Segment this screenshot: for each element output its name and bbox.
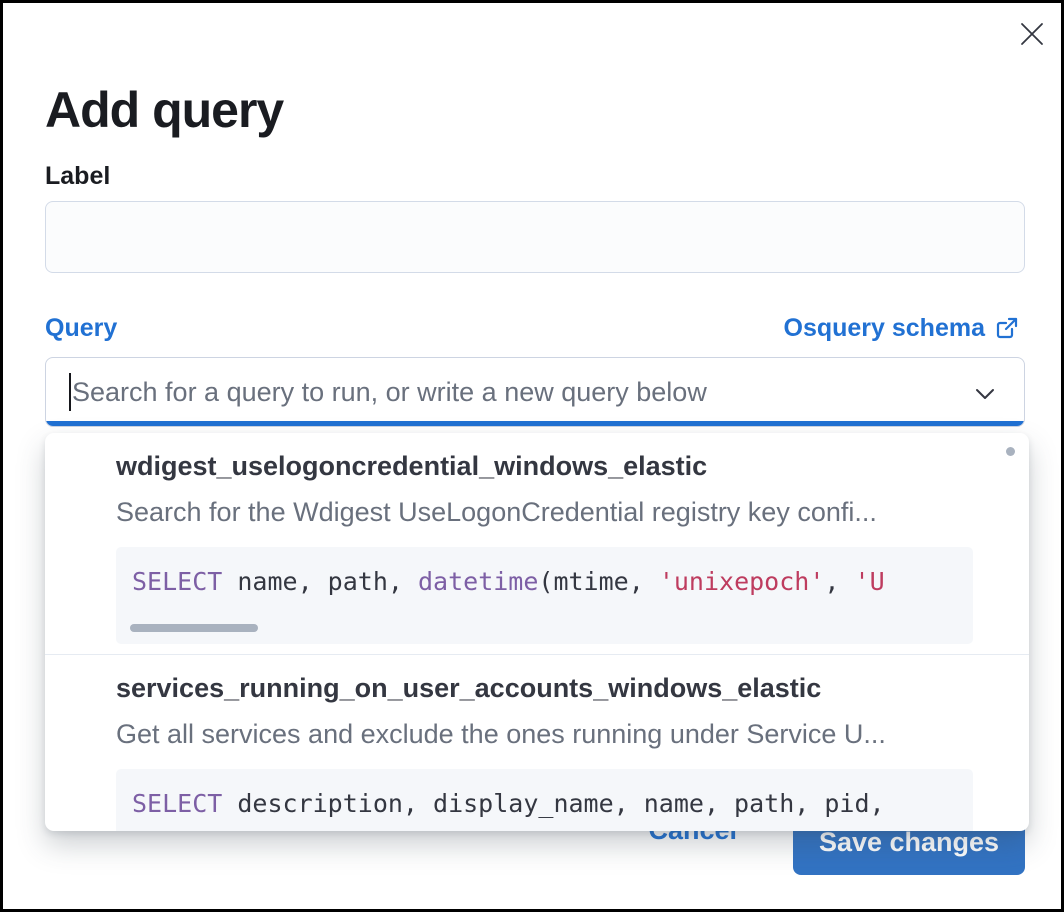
query-combobox[interactable] — [45, 357, 1025, 427]
chevron-down-icon[interactable] — [970, 379, 1000, 409]
osquery-schema-link-label: Osquery schema — [783, 314, 986, 342]
suggestion-option-wdigest[interactable]: wdigest_uselogoncredential_windows_elast… — [45, 433, 1029, 654]
query-suggestions-popover: wdigest_uselogoncredential_windows_elast… — [45, 433, 1029, 831]
label-input[interactable] — [45, 201, 1025, 273]
code-line: SELECT name, path, datetime(mtime, 'unix… — [132, 567, 885, 596]
suggestion-description: Get all services and exclude the ones ru… — [116, 719, 886, 749]
suggestion-title: wdigest_uselogoncredential_windows_elast… — [116, 451, 708, 481]
focus-underline — [46, 421, 1024, 426]
suggestion-title: services_running_on_user_accounts_window… — [116, 673, 822, 703]
horizontal-scrollbar-thumb[interactable] — [130, 624, 258, 632]
query-field-header: Query Osquery schema — [45, 313, 1019, 343]
suggestion-description: Search for the Wdigest UseLogonCredentia… — [116, 497, 877, 527]
page-title: Add query — [45, 81, 284, 138]
external-link-icon — [996, 317, 1018, 339]
query-field-label: Query — [45, 314, 118, 342]
suggestion-code-preview: SELECT description, display_name, name, … — [116, 769, 973, 831]
label-field-label: Label — [45, 162, 111, 190]
close-button[interactable] — [1015, 17, 1049, 51]
close-icon — [1021, 23, 1043, 45]
code-line: SELECT description, display_name, name, … — [132, 789, 885, 818]
query-search-input[interactable] — [46, 358, 1024, 426]
suggestion-option-services[interactable]: services_running_on_user_accounts_window… — [45, 655, 1029, 831]
vertical-scrollbar-thumb[interactable] — [1006, 447, 1015, 456]
option-divider — [45, 654, 1029, 655]
suggestion-code-preview: SELECT name, path, datetime(mtime, 'unix… — [116, 547, 973, 644]
text-caret — [69, 373, 71, 411]
osquery-schema-link[interactable]: Osquery schema — [784, 313, 1020, 343]
